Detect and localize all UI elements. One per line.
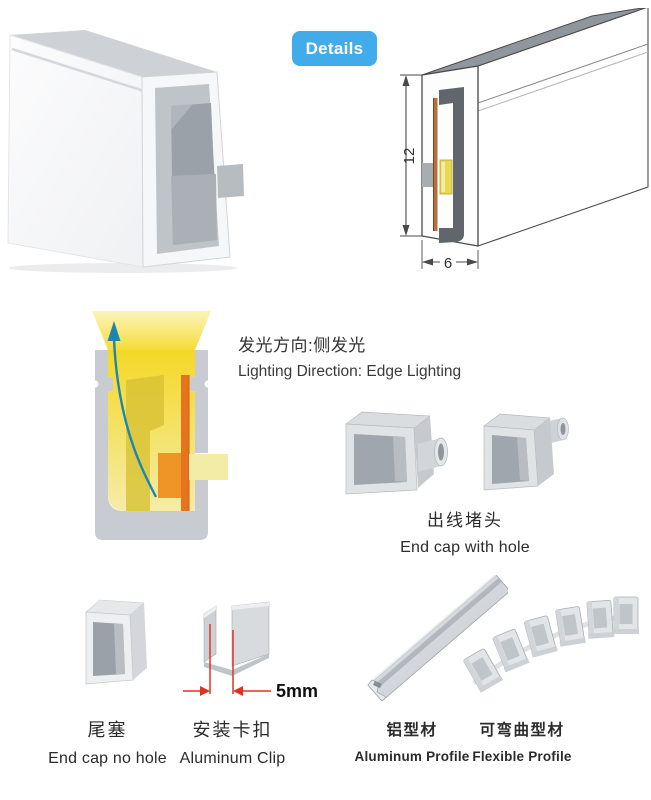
endcap-no-hole-en: End cap no hole bbox=[48, 750, 167, 767]
clip-dimension-label: 5mm bbox=[276, 681, 318, 701]
dim-arrow-right bbox=[467, 258, 478, 266]
endcap-with-hole-zh: 出线堵头 bbox=[427, 511, 503, 530]
aluminum-profile-render bbox=[367, 575, 508, 702]
clip-near-wall-edge bbox=[204, 606, 216, 618]
clip-base bbox=[204, 654, 269, 676]
flex-segment bbox=[524, 615, 558, 658]
lighting-direction-zh: 发光方向:侧发光 bbox=[238, 336, 366, 355]
flexible-profile-en: Flexible Profile bbox=[472, 749, 572, 764]
endcap-no-hole-zh: 尾塞 bbox=[87, 720, 128, 740]
light-beam-up bbox=[92, 311, 211, 350]
profile-wall-right-upper bbox=[195, 350, 208, 453]
inner-lip-right bbox=[190, 377, 195, 391]
led-block bbox=[158, 453, 181, 498]
details-button[interactable]: Details bbox=[292, 31, 377, 66]
dim-arrow-down bbox=[402, 225, 410, 236]
flex-segment bbox=[613, 596, 639, 634]
cap1-cavity-light bbox=[393, 436, 407, 482]
channel-cavity-lower bbox=[171, 174, 217, 245]
dim-arrow-left bbox=[422, 258, 433, 266]
arrow-up-head bbox=[107, 321, 121, 341]
profile-wall-main bbox=[95, 350, 208, 540]
cap2-cavity-light bbox=[517, 437, 529, 481]
cap2-right-face bbox=[534, 418, 554, 486]
cap3-cavity-light bbox=[114, 624, 125, 674]
flex-segment bbox=[463, 648, 504, 693]
endcap-with-hole-left bbox=[345, 411, 448, 495]
channel-step bbox=[171, 104, 193, 130]
drawing-led-highlight bbox=[441, 162, 445, 192]
cap2-spout-hole bbox=[560, 423, 566, 435]
alu-rail-highlight bbox=[368, 575, 497, 684]
light-beam-side bbox=[189, 454, 228, 480]
aluminum-clip-caption: 安装卡扣 Aluminum Clip bbox=[160, 716, 305, 768]
aluminum-clip-render: 5mm bbox=[183, 601, 318, 701]
alu-end-slot bbox=[373, 681, 382, 688]
endcap-with-hole-right bbox=[483, 413, 569, 491]
profile-groove-line bbox=[11, 47, 145, 93]
drawing-groove2 bbox=[477, 51, 649, 112]
flex-segment bbox=[586, 599, 615, 639]
clip-far-wall-edge bbox=[232, 602, 269, 610]
aluminum-clip-en: Aluminum Clip bbox=[179, 750, 286, 767]
silicone-profile-3d-render bbox=[7, 30, 244, 273]
alu-channel-stripe bbox=[370, 578, 502, 692]
cap3-right-face bbox=[130, 603, 147, 680]
alu-end-section bbox=[367, 679, 387, 702]
flex-segment bbox=[555, 606, 586, 647]
inner-lip-left bbox=[108, 377, 113, 391]
aluminum-profile-caption: 铝型材 Aluminum Profile bbox=[342, 718, 482, 764]
dim5-arrow-right bbox=[233, 686, 243, 696]
cross-section-drawing: 12 6 bbox=[400, 8, 649, 272]
lighting-direction-text: 发光方向:侧发光 Lighting Direction: Edge Lighti… bbox=[238, 331, 461, 381]
edge-lighting-diagram bbox=[91, 311, 228, 540]
endcap-no-hole-render bbox=[85, 599, 147, 685]
aluminum-clip-zh: 安装卡扣 bbox=[192, 720, 273, 740]
flexible-profile-zh: 可弯曲型材 bbox=[479, 722, 565, 739]
profile-top-face bbox=[10, 30, 217, 77]
endcap-with-hole-en: End cap with hole bbox=[400, 539, 530, 556]
flexible-profile-render bbox=[463, 596, 639, 693]
flex-segment bbox=[492, 628, 530, 673]
endcap-no-hole-caption: 尾塞 End cap no hole bbox=[30, 716, 185, 768]
notch-right bbox=[204, 380, 212, 388]
clip-far-wall bbox=[231, 601, 270, 667]
arrow-up-icon bbox=[112, 338, 158, 498]
cap1-spout-hole bbox=[438, 443, 444, 461]
drawing-clip-block bbox=[422, 163, 433, 187]
dim-height-label: 12 bbox=[401, 148, 418, 165]
dim-width-label: 6 bbox=[444, 255, 452, 272]
endcap-with-hole-caption: 出线堵头 End cap with hole bbox=[355, 506, 575, 557]
mount-band bbox=[217, 164, 244, 198]
dim-arrow-up bbox=[402, 75, 410, 86]
drawing-side-face bbox=[477, 8, 649, 247]
aluminum-profile-en: Aluminum Profile bbox=[354, 749, 470, 764]
aluminum-profile-zh: 铝型材 bbox=[386, 722, 438, 739]
lighting-direction-en: Lighting Direction: Edge Lighting bbox=[238, 363, 462, 380]
drawing-groove1 bbox=[477, 43, 649, 104]
flexible-profile-caption: 可弯曲型材 Flexible Profile bbox=[452, 718, 592, 764]
render-shadow bbox=[9, 263, 237, 273]
notch-left bbox=[91, 380, 99, 388]
inner-profile-shadow bbox=[126, 375, 164, 521]
drawing-pcb-strip bbox=[433, 98, 438, 231]
pcb-strip bbox=[181, 375, 189, 533]
drawing-channel bbox=[439, 87, 464, 243]
dim5-arrow-left bbox=[200, 686, 210, 696]
